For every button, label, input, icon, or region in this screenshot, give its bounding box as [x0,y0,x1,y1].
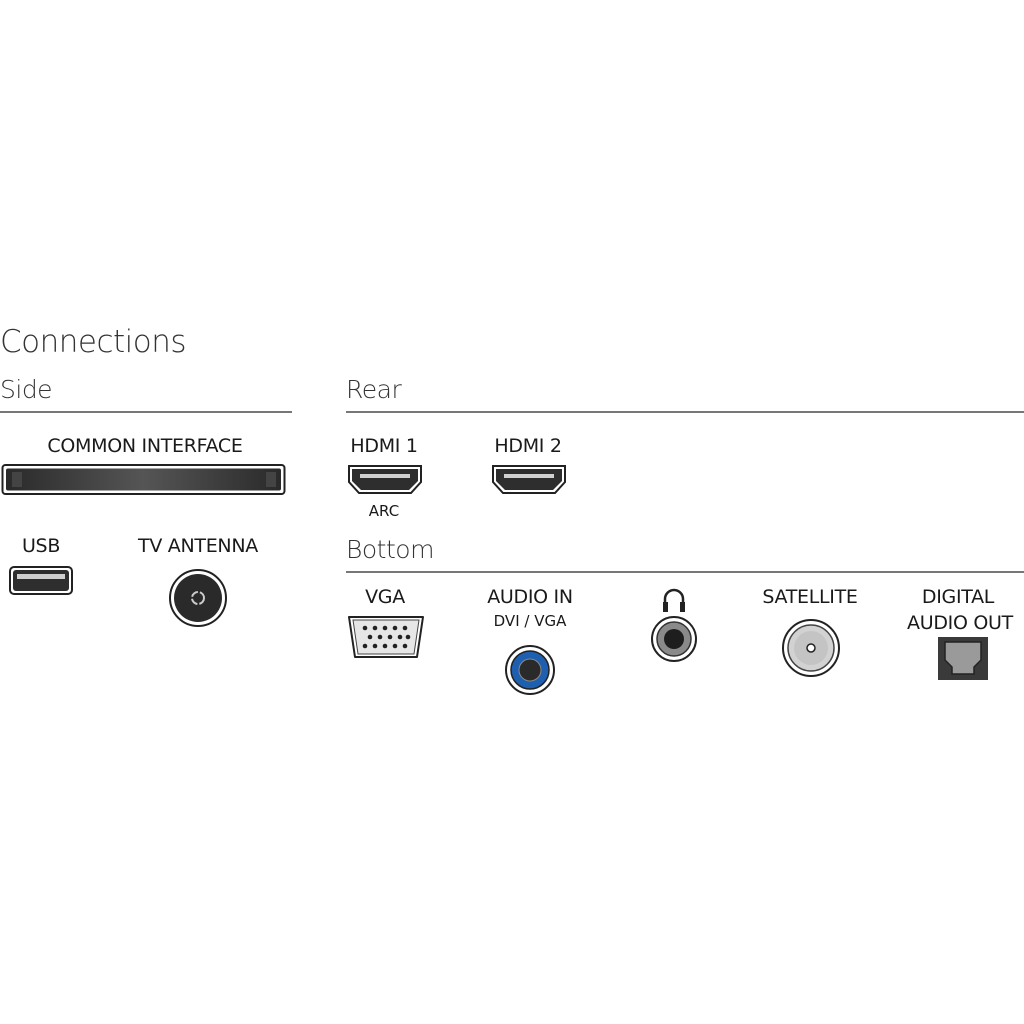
rear-divider [346,411,1024,413]
hdmi1-label: HDMI 1 [350,435,418,457]
hdmi2-label: HDMI 2 [494,435,562,457]
optical-port-icon [938,637,988,680]
hdmi1-arc-label: ARC [368,502,400,520]
tv-antenna-label: TV ANTENNA [138,535,258,557]
antenna-port-icon [169,569,227,627]
audio-in-sublabel: DVI / VGA [493,612,567,630]
page-title: Connections [0,324,187,360]
satellite-port-icon [782,619,840,677]
rear-heading: Rear [346,375,402,404]
bottom-heading: Bottom [346,535,434,564]
audio-jack-icon [505,645,555,695]
common-interface-label: COMMON INTERFACE [47,435,243,457]
satellite-label: SATELLITE [762,586,858,608]
ci-slot-icon [1,464,286,495]
side-divider [0,411,292,413]
hdmi-port-icon [492,465,566,494]
digital-audio-out-label-line2: AUDIO OUT [907,612,1013,634]
audio-in-label: AUDIO IN [487,586,573,608]
headphone-icon [663,588,685,612]
hdmi-port-icon [348,465,422,494]
digital-audio-out-label-line1: DIGITAL [921,586,995,608]
usb-label: USB [21,535,61,557]
bottom-divider [346,571,1024,573]
headphone-jack-icon [651,616,697,662]
side-heading: Side [0,375,53,404]
usb-port-icon [9,566,73,595]
vga-port-icon [348,616,424,658]
vga-label: VGA [365,586,405,608]
